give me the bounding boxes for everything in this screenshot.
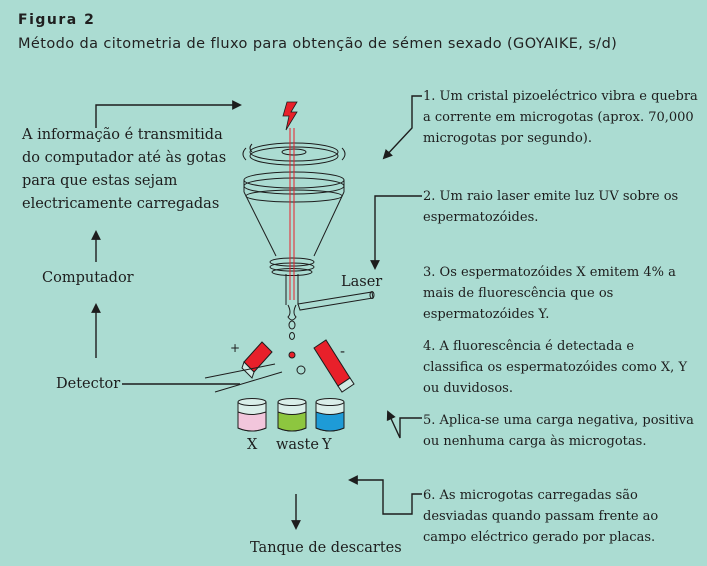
microdrops <box>287 304 306 375</box>
connector-arrows <box>91 95 422 530</box>
step-4-text: 4. A fluorescência é detectada e classif… <box>423 339 688 396</box>
laser-label: Laser <box>341 274 383 290</box>
tube-waste-label: waste <box>276 437 319 453</box>
info-transmission-text: A informação é transmitida do computador… <box>22 127 227 212</box>
detector-beams <box>204 363 283 393</box>
minus-sign: - <box>340 344 345 360</box>
tube-waste <box>277 398 307 432</box>
tube-x-label: X <box>247 437 258 453</box>
tube-x <box>237 398 267 432</box>
arrow-computer-to-drops <box>95 100 242 128</box>
piezo-crystal-icon <box>282 101 298 131</box>
laser-tube <box>297 291 375 311</box>
plus-sign: + <box>230 341 240 355</box>
step-3-text: 3. Os espermatozóides X emitem 4% a mais… <box>423 265 676 322</box>
arrow-step-1 <box>382 95 422 160</box>
figure-caption: Método da citometria de fluxo para obten… <box>18 36 618 52</box>
step-6-text: 6. As microgotas carregadas são desviada… <box>423 488 659 545</box>
step-5-text: 5. Aplica-se uma carga negativa, positiv… <box>423 413 694 449</box>
arrow-step-6 <box>348 475 422 515</box>
tube-y-label: Y <box>322 437 332 453</box>
discard-tank-label: Tanque de descartes <box>250 540 402 556</box>
sample-stream <box>289 128 295 300</box>
detector-label: Detector <box>56 376 121 392</box>
computer-label: Computador <box>42 270 134 286</box>
collection-tubes <box>237 398 345 432</box>
step-2-text: 2. Um raio laser emite luz UV sobre os e… <box>423 189 679 225</box>
arrow-step-2 <box>370 195 422 270</box>
tube-y <box>315 398 345 432</box>
figure-label: Figura 2 <box>18 12 96 28</box>
step-1-text: 1. Um cristal pizoeléctrico vibra e queb… <box>423 89 698 146</box>
deflection-plates <box>241 339 355 393</box>
arrow-step-5 <box>386 410 422 439</box>
